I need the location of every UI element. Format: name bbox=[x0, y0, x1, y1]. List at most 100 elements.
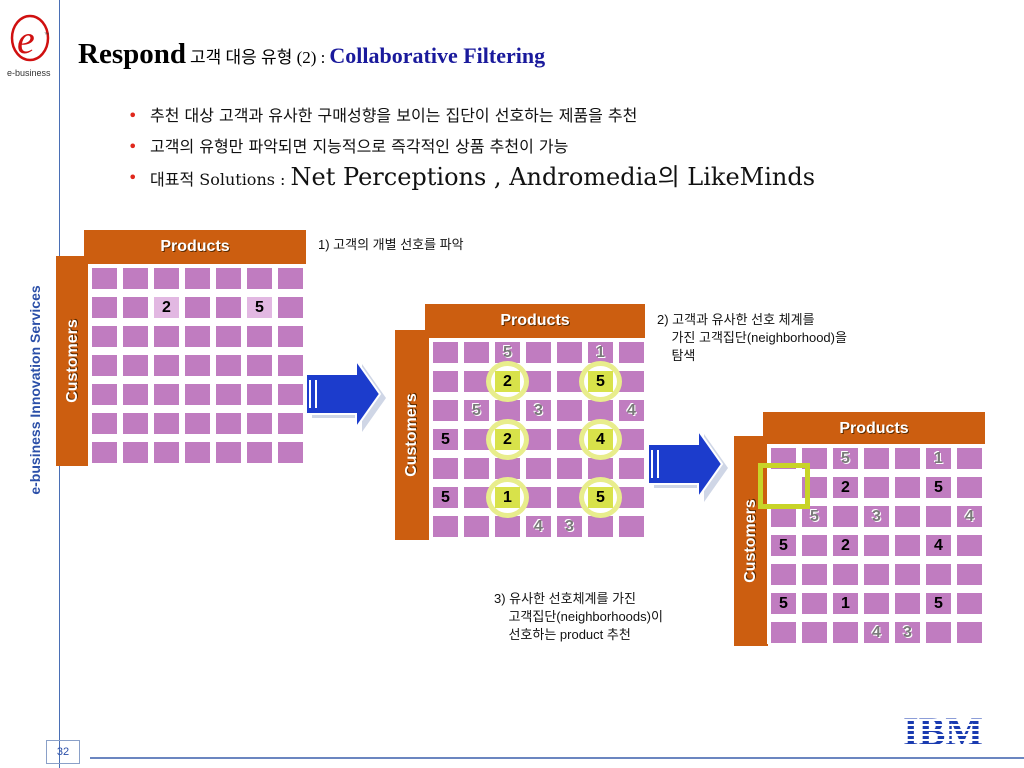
grid-cell bbox=[278, 442, 303, 463]
rating-value: 5 bbox=[934, 478, 943, 496]
grid-cell bbox=[123, 413, 148, 434]
rating-value: 5 bbox=[247, 297, 272, 318]
grid-cell bbox=[833, 593, 858, 614]
grid-cell bbox=[216, 355, 241, 376]
grid-cell bbox=[833, 622, 858, 643]
grid-cell bbox=[464, 371, 489, 392]
grid-cell bbox=[185, 326, 210, 347]
grid-cell bbox=[926, 593, 951, 614]
grid-cell bbox=[557, 487, 582, 508]
rating-value: 2 bbox=[841, 478, 850, 496]
products-header-3: Products bbox=[763, 412, 985, 446]
bullet-item: 고객의 유형만 파악되면 지능적으로 즉각적인 상품 추천이 가능 bbox=[128, 131, 815, 162]
grid-cell bbox=[833, 564, 858, 585]
grid-cell bbox=[802, 535, 827, 556]
customers-header-1: Customers bbox=[56, 256, 90, 466]
step-3-note: 3) 유사한 선호체계를 가진 고객집단(neighborhoods)이 선호하… bbox=[494, 591, 663, 642]
rating-value: 4 bbox=[534, 517, 543, 535]
grid-cell bbox=[771, 506, 796, 527]
neighborhood-ring bbox=[486, 361, 529, 402]
customers-header-2: Customers bbox=[395, 330, 429, 540]
grid-cell bbox=[895, 622, 920, 643]
grid-cell bbox=[464, 458, 489, 479]
grid-cell bbox=[185, 355, 210, 376]
grid-cell bbox=[92, 355, 117, 376]
grid-cell bbox=[864, 593, 889, 614]
rating-value: 5 bbox=[810, 507, 819, 525]
grid-cell bbox=[433, 516, 458, 537]
grid-cell bbox=[464, 487, 489, 508]
grid-cell bbox=[619, 429, 644, 450]
rating-value: 2 bbox=[154, 297, 179, 318]
grid-cell bbox=[926, 622, 951, 643]
neighborhood-ring bbox=[486, 477, 529, 518]
grid-cell bbox=[92, 442, 117, 463]
footer-divider bbox=[90, 757, 1024, 759]
rating-value: 4 bbox=[965, 507, 974, 525]
grid-cell bbox=[619, 516, 644, 537]
grid-cell bbox=[123, 355, 148, 376]
products-header-2: Products bbox=[425, 304, 645, 338]
grid-cell bbox=[526, 371, 551, 392]
grid-cell bbox=[526, 429, 551, 450]
rating-value: 2 bbox=[495, 371, 520, 392]
step-2-note: 2) 고객과 유사한 선호 체계를 가진 고객집단(neighborhood)을… bbox=[657, 312, 847, 363]
rating-value: 3 bbox=[534, 401, 543, 419]
grid-cell bbox=[957, 506, 982, 527]
grid-cell bbox=[926, 535, 951, 556]
grid-cell bbox=[278, 268, 303, 289]
grid-cell bbox=[957, 622, 982, 643]
grid-cell bbox=[895, 593, 920, 614]
grid-cell bbox=[278, 384, 303, 405]
grid-cell bbox=[771, 593, 796, 614]
ebusiness-logo: e ™ e-business bbox=[6, 8, 54, 80]
grid-cell bbox=[185, 384, 210, 405]
grid-cell bbox=[619, 342, 644, 363]
grid-cell bbox=[957, 477, 982, 498]
grid-cell bbox=[216, 297, 241, 318]
grid-cell bbox=[278, 297, 303, 318]
grid-cell bbox=[433, 487, 458, 508]
rating-value: 5 bbox=[503, 343, 512, 361]
grid-cell bbox=[247, 413, 272, 434]
grid-cell bbox=[833, 448, 858, 469]
grid-cell bbox=[433, 458, 458, 479]
target-customer-highlight bbox=[758, 463, 810, 509]
grid-cell bbox=[771, 622, 796, 643]
rating-value: 5 bbox=[779, 594, 788, 612]
grid-cell bbox=[123, 326, 148, 347]
grid-cell bbox=[154, 268, 179, 289]
neighborhood-ring bbox=[579, 477, 622, 518]
grid-cell bbox=[216, 326, 241, 347]
products-header-1: Products bbox=[84, 230, 306, 264]
grid-cell bbox=[278, 355, 303, 376]
grid-cell bbox=[92, 384, 117, 405]
grid-cell bbox=[123, 297, 148, 318]
grid-cell bbox=[185, 297, 210, 318]
grid-cell bbox=[557, 342, 582, 363]
grid-cell bbox=[588, 458, 613, 479]
grid-cell bbox=[957, 593, 982, 614]
neighborhood-ring bbox=[579, 419, 622, 460]
grid-cell bbox=[123, 442, 148, 463]
grid-cell bbox=[247, 384, 272, 405]
grid-cell bbox=[464, 516, 489, 537]
grid-cell bbox=[92, 413, 117, 434]
rating-value: 3 bbox=[872, 507, 881, 525]
grid-cell bbox=[926, 506, 951, 527]
grid-cell bbox=[154, 384, 179, 405]
rating-value: 4 bbox=[872, 623, 881, 641]
grid-cell bbox=[433, 371, 458, 392]
grid-cell bbox=[526, 458, 551, 479]
grid-cell bbox=[464, 400, 489, 421]
grid-cell bbox=[92, 326, 117, 347]
rating-value: 5 bbox=[841, 449, 850, 467]
grid-cell bbox=[802, 506, 827, 527]
rating-value: 1 bbox=[495, 487, 520, 508]
grid-cell bbox=[771, 535, 796, 556]
grid-cell bbox=[185, 442, 210, 463]
grid-cell bbox=[92, 268, 117, 289]
grid-cell bbox=[526, 342, 551, 363]
grid-cell bbox=[557, 371, 582, 392]
